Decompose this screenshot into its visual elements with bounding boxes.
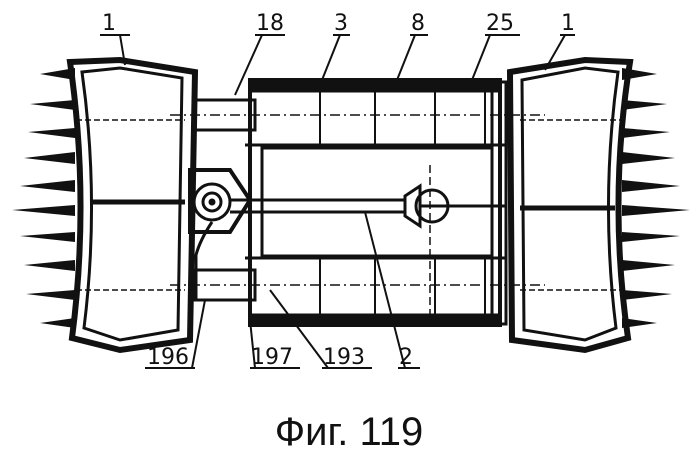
left-spikes (12, 68, 75, 328)
right-spiked-body (510, 60, 690, 350)
label-left-body: 1 (102, 11, 116, 36)
label-18: 18 (256, 11, 284, 36)
label-197: 197 (251, 345, 293, 370)
label-193: 193 (323, 345, 365, 370)
top-ribs (320, 92, 485, 145)
gear-joint (190, 170, 250, 300)
label-2: 2 (399, 345, 413, 370)
bottom-ribs (320, 258, 485, 314)
figure-caption: Фиг. 119 (275, 410, 423, 454)
left-spiked-body (12, 60, 195, 350)
central-drum (245, 80, 506, 326)
label-25: 25 (486, 11, 514, 36)
label-8: 8 (411, 11, 425, 36)
label-3: 3 (334, 11, 348, 36)
label-196: 196 (147, 345, 189, 370)
label-right-body: 1 (561, 11, 575, 36)
right-spikes (622, 68, 690, 328)
